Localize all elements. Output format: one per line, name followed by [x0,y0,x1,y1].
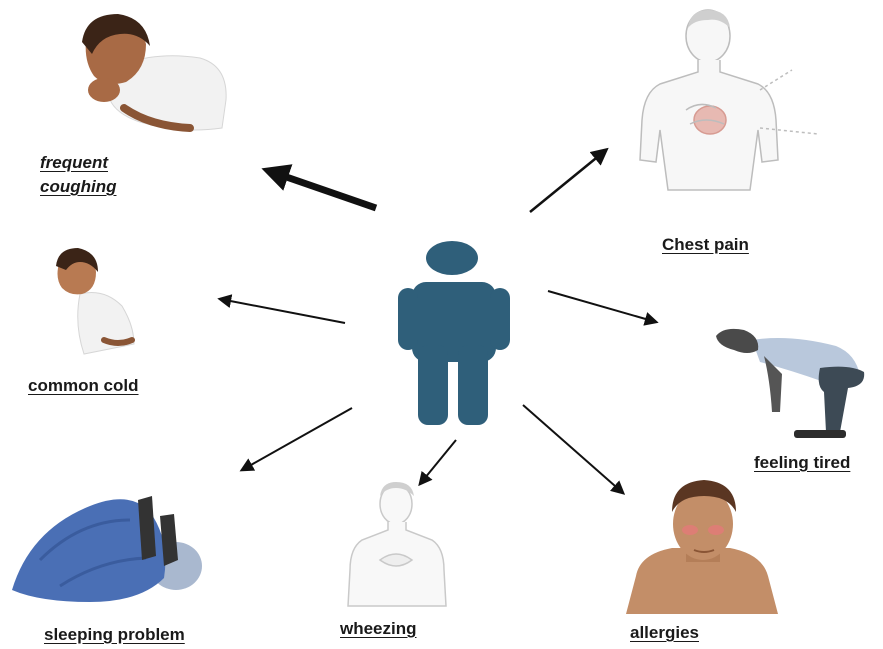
child-cold-icon [56,248,134,354]
label-wheezing: wheezing [340,618,417,640]
label-frequent-coughing-line2: coughing [40,176,116,198]
label-feeling-tired: feeling tired [754,452,850,474]
arrow-to-feeling-tired [548,291,656,322]
arrow-to-sleeping-problem [242,408,352,470]
person-silhouette-icon [398,241,510,425]
arrow-to-chest-pain [530,150,606,212]
coughing-person-icon [82,14,226,130]
label-sleeping-problem: sleeping problem [44,624,185,646]
arrow-to-frequent-coughing [272,172,376,208]
arrow-to-common-cold [220,299,345,323]
label-frequent-coughing-line1: frequent [40,152,108,174]
label-allergies: allergies [630,622,699,644]
arrow-to-wheezing [420,440,456,484]
arrow-to-allergies [523,405,623,493]
label-chest-pain: Chest pain [662,234,749,256]
wheezing-person-icon [348,482,446,606]
chest-pain-person-icon [640,10,818,190]
tired-person-icon [716,329,864,438]
sleeping-person-icon [12,496,202,602]
label-common-cold: common cold [28,375,139,397]
allergy-face-icon [626,480,778,614]
